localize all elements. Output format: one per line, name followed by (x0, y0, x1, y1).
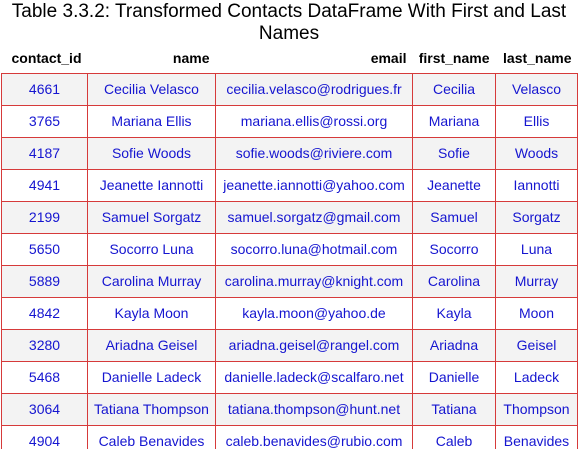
cell-name: Kayla Moon (87, 296, 216, 330)
table-row: 4904 Caleb Benavides caleb.benavides@rub… (1, 424, 578, 449)
table-row: 5889 Carolina Murray carolina.murray@kni… (1, 264, 578, 298)
cell-email: socorro.luna@hotmail.com (215, 232, 413, 266)
cell-last-name: Murray (495, 264, 578, 298)
table-row: 3280 Ariadna Geisel ariadna.geisel@range… (1, 328, 578, 362)
cell-last-name: Velasco (495, 72, 578, 106)
cell-email: carolina.murray@knight.com (215, 264, 413, 298)
cell-name: Tatiana Thompson (87, 392, 216, 426)
table-row: 5468 Danielle Ladeck danielle.ladeck@sca… (1, 360, 578, 394)
column-header-name: name (172, 50, 210, 67)
cell-first-name: Carolina (412, 264, 496, 298)
cell-email: mariana.ellis@rossi.org (215, 104, 413, 138)
cell-first-name: Tatiana (412, 392, 496, 426)
cell-contact-id: 4941 (1, 168, 88, 202)
cell-email: tatiana.thompson@hunt.net (215, 392, 413, 426)
cell-name: Danielle Ladeck (87, 360, 216, 394)
cell-name: Ariadna Geisel (87, 328, 216, 362)
cell-name: Sofie Woods (87, 136, 216, 170)
table-row: 4941 Jeanette Iannotti jeanette.iannotti… (1, 168, 578, 202)
cell-first-name: Sofie (412, 136, 496, 170)
cell-first-name: Cecilia (412, 72, 496, 106)
cell-contact-id: 2199 (1, 200, 88, 234)
table-row: 4661 Cecilia Velasco cecilia.velasco@rod… (1, 72, 578, 106)
cell-contact-id: 3280 (1, 328, 88, 362)
column-header-last-name: last_name (503, 50, 572, 67)
cell-first-name: Samuel (412, 200, 496, 234)
column-header-email: email (370, 50, 407, 67)
cell-email: sofie.woods@riviere.com (215, 136, 413, 170)
cell-contact-id: 4904 (1, 424, 88, 449)
cell-last-name: Thompson (495, 392, 578, 426)
cell-first-name: Socorro (412, 232, 496, 266)
column-header-contact-id: contact_id (11, 50, 82, 67)
cell-email: ariadna.geisel@rangel.com (215, 328, 413, 362)
table-row: 3765 Mariana Ellis mariana.ellis@rossi.o… (1, 104, 578, 138)
cell-email: jeanette.iannotti@yahoo.com (215, 168, 413, 202)
cell-email: cecilia.velasco@rodrigues.fr (215, 72, 413, 106)
cell-contact-id: 3064 (1, 392, 88, 426)
cell-name: Caleb Benavides (87, 424, 216, 449)
contacts-table: contact_id name email first_name last_na… (1, 44, 578, 449)
cell-last-name: Ellis (495, 104, 578, 138)
cell-last-name: Sorgatz (495, 200, 578, 234)
cell-name: Carolina Murray (87, 264, 216, 298)
cell-first-name: Jeanette (412, 168, 496, 202)
table-row: 3064 Tatiana Thompson tatiana.thompson@h… (1, 392, 578, 426)
cell-name: Samuel Sorgatz (87, 200, 216, 234)
cell-last-name: Iannotti (495, 168, 578, 202)
cell-name: Cecilia Velasco (87, 72, 216, 106)
cell-last-name: Luna (495, 232, 578, 266)
column-header-first-name: first_name (418, 50, 490, 67)
cell-last-name: Benavides (495, 424, 578, 449)
cell-last-name: Woods (495, 136, 578, 170)
cell-name: Socorro Luna (87, 232, 216, 266)
table-row: 2199 Samuel Sorgatz samuel.sorgatz@gmail… (1, 200, 578, 234)
cell-email: kayla.moon@yahoo.de (215, 296, 413, 330)
cell-email: caleb.benavides@rubio.com (215, 424, 413, 449)
cell-contact-id: 4842 (1, 296, 88, 330)
cell-first-name: Caleb (412, 424, 496, 449)
cell-email: danielle.ladeck@scalfaro.net (215, 360, 413, 394)
cell-first-name: Kayla (412, 296, 496, 330)
cell-contact-id: 5650 (1, 232, 88, 266)
cell-email: samuel.sorgatz@gmail.com (215, 200, 413, 234)
cell-contact-id: 4187 (1, 136, 88, 170)
cell-last-name: Moon (495, 296, 578, 330)
table-caption: Table 3.3.2: Transformed Contacts DataFr… (11, 1, 567, 44)
table-body: 4661 Cecilia Velasco cecilia.velasco@rod… (1, 72, 578, 449)
cell-first-name: Danielle (412, 360, 496, 394)
table-row: 4187 Sofie Woods sofie.woods@riviere.com… (1, 136, 578, 170)
cell-contact-id: 3765 (1, 104, 88, 138)
cell-contact-id: 5889 (1, 264, 88, 298)
header-row: contact_id name email first_name last_na… (1, 44, 578, 73)
cell-contact-id: 4661 (1, 72, 88, 106)
table-row: 5650 Socorro Luna socorro.luna@hotmail.c… (1, 232, 578, 266)
cell-last-name: Ladeck (495, 360, 578, 394)
table-row: 4842 Kayla Moon kayla.moon@yahoo.de Kayl… (1, 296, 578, 330)
cell-name: Mariana Ellis (87, 104, 216, 138)
cell-name: Jeanette Iannotti (87, 168, 216, 202)
cell-first-name: Mariana (412, 104, 496, 138)
cell-last-name: Geisel (495, 328, 578, 362)
cell-first-name: Ariadna (412, 328, 496, 362)
cell-contact-id: 5468 (1, 360, 88, 394)
